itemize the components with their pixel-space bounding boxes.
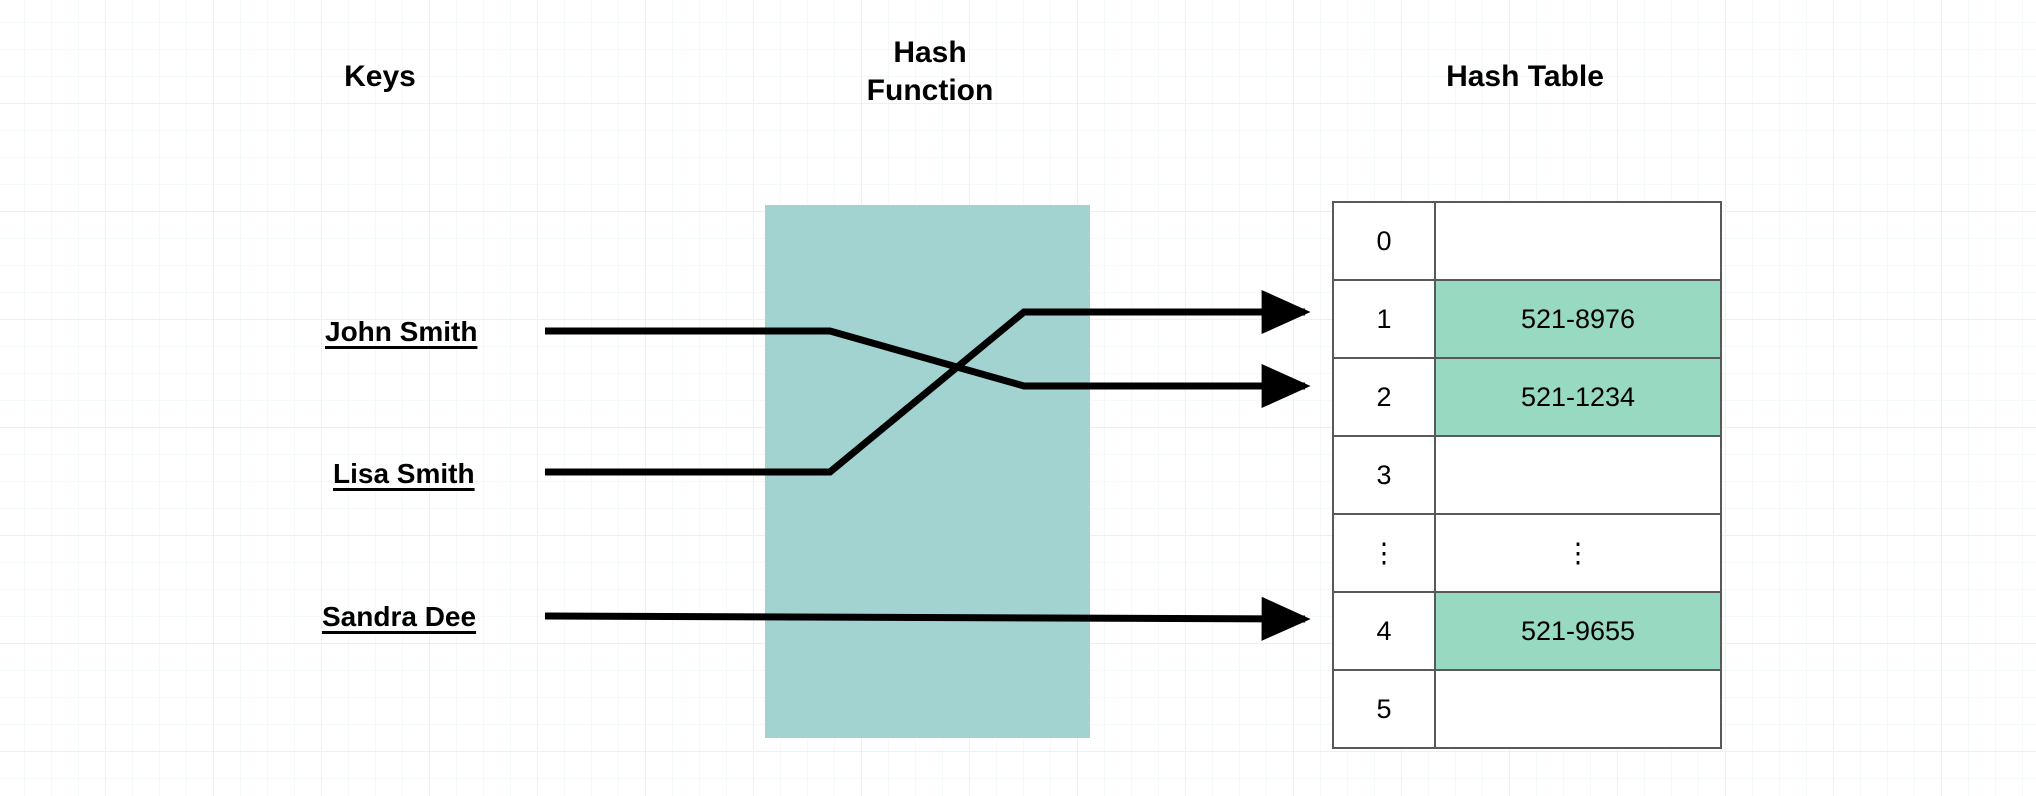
slot-index: 5 bbox=[1332, 669, 1436, 749]
slot-value bbox=[1434, 669, 1722, 749]
slot-index: 0 bbox=[1332, 201, 1436, 281]
slot-value bbox=[1434, 435, 1722, 515]
slot-value: 521-8976 bbox=[1434, 279, 1722, 359]
slot-value: 521-9655 bbox=[1434, 591, 1722, 671]
table-row: 1 521-8976 bbox=[1332, 279, 1722, 359]
key-label-john-smith: John Smith bbox=[325, 316, 478, 347]
hash-function-box bbox=[765, 205, 1090, 738]
key-label-lisa-smith: Lisa Smith bbox=[333, 458, 475, 489]
slot-index: 1 bbox=[1332, 279, 1436, 359]
slot-index-ellipsis: ⋮ bbox=[1332, 513, 1436, 593]
table-row: 0 bbox=[1332, 201, 1722, 281]
table-row: 3 bbox=[1332, 435, 1722, 515]
slot-index: 4 bbox=[1332, 591, 1436, 671]
slot-value: 521-1234 bbox=[1434, 357, 1722, 437]
hash-function-column-heading: Hash Function bbox=[866, 36, 994, 108]
vertical-dots-icon: ⋮ bbox=[1564, 537, 1592, 568]
slot-index: 2 bbox=[1332, 357, 1436, 437]
slot-value-ellipsis: ⋮ bbox=[1434, 513, 1722, 593]
slot-value bbox=[1434, 201, 1722, 281]
table-row: 2 521-1234 bbox=[1332, 357, 1722, 437]
table-row: 5 bbox=[1332, 669, 1722, 749]
table-row-ellipsis: ⋮ ⋮ bbox=[1332, 513, 1722, 593]
keys-column-heading: Keys bbox=[344, 60, 416, 93]
hash-table: 0 1 521-8976 2 521-1234 3 ⋮ ⋮ 4 521-9655 bbox=[1332, 201, 1722, 749]
vertical-dots-icon: ⋮ bbox=[1370, 537, 1398, 568]
hash-table-column-heading: Hash Table bbox=[1446, 60, 1604, 93]
table-row: 4 521-9655 bbox=[1332, 591, 1722, 671]
slot-index: 3 bbox=[1332, 435, 1436, 515]
key-label-sandra-dee: Sandra Dee bbox=[322, 601, 477, 632]
